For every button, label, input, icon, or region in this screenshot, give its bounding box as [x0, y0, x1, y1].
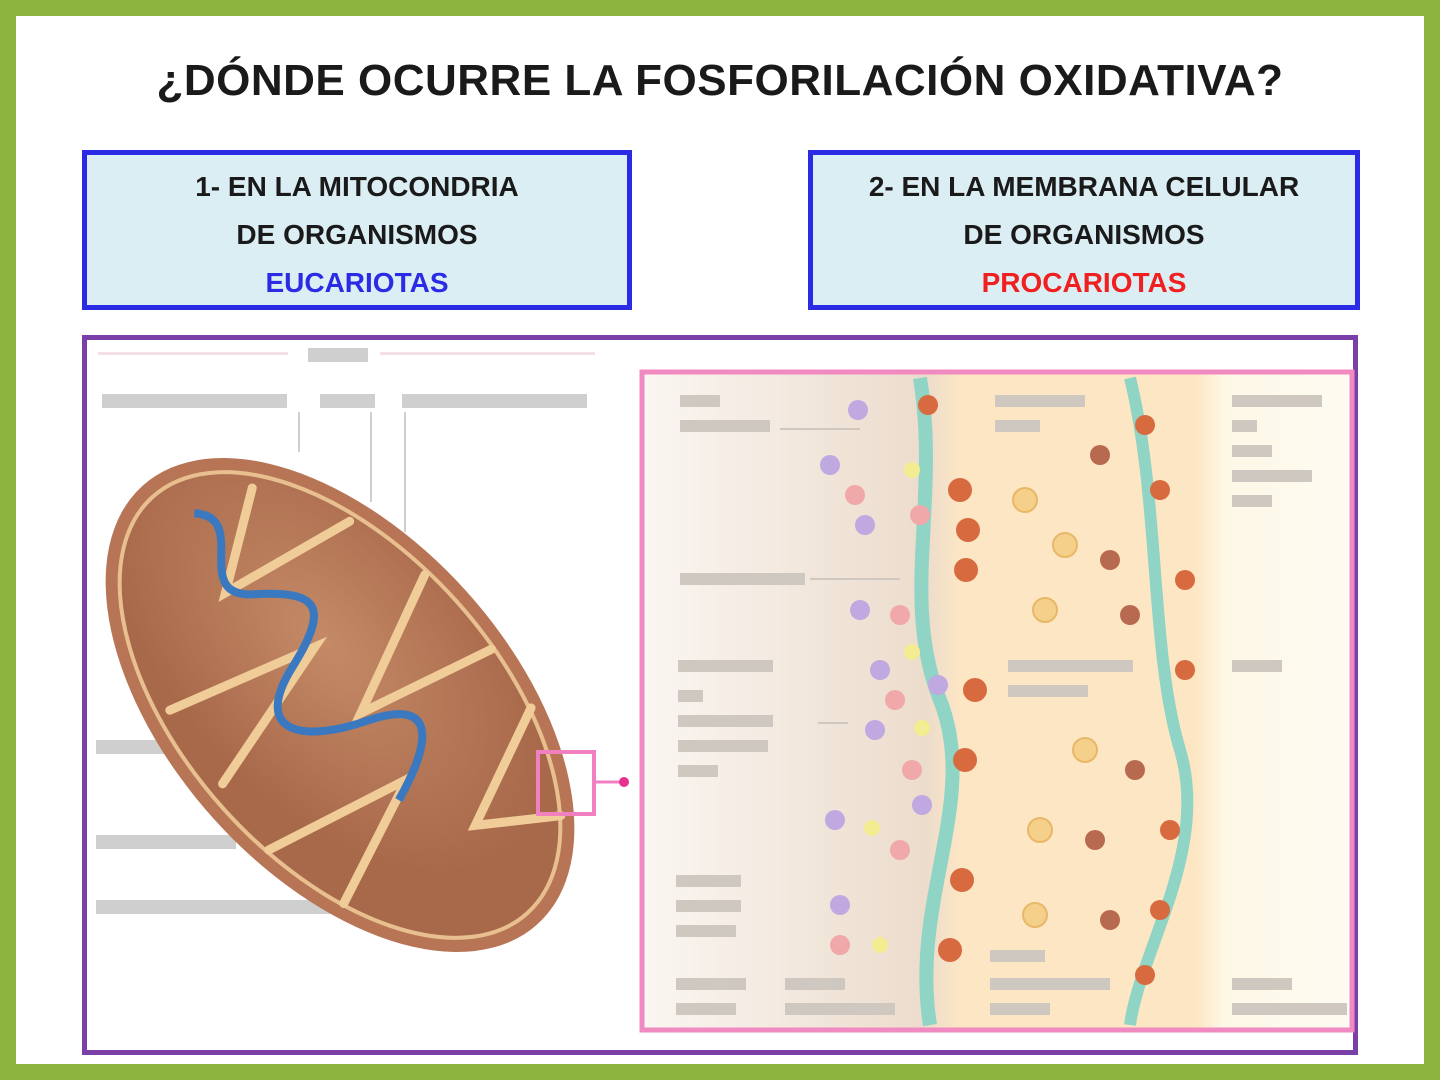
protein-particles — [820, 395, 1195, 985]
mitochondrion — [105, 458, 575, 952]
box-line: DE ORGANISMOS — [963, 219, 1205, 250]
box-line: DE ORGANISMOS — [236, 219, 478, 250]
box-line: 1- EN LA MITOCONDRIA — [195, 171, 519, 202]
box-highlight: EUCARIOTAS — [265, 267, 449, 298]
box-line: 2- EN LA MEMBRANA CELULAR — [868, 171, 1300, 202]
diagram-frame — [82, 335, 1358, 1055]
box-highlight: PROCARIOTAS — [981, 267, 1187, 298]
inset-labels — [676, 395, 1347, 1015]
eukaryote-box: 1- EN LA MITOCONDRIA DE ORGANISMOS EUCAR… — [82, 150, 632, 310]
slide-title: ¿DÓNDE OCURRE LA FOSFORILACIÓN OXIDATIVA… — [156, 56, 1284, 105]
prokaryote-box: 2- EN LA MEMBRANA CELULAR DE ORGANISMOS … — [808, 150, 1360, 310]
mito-labels — [96, 348, 595, 914]
